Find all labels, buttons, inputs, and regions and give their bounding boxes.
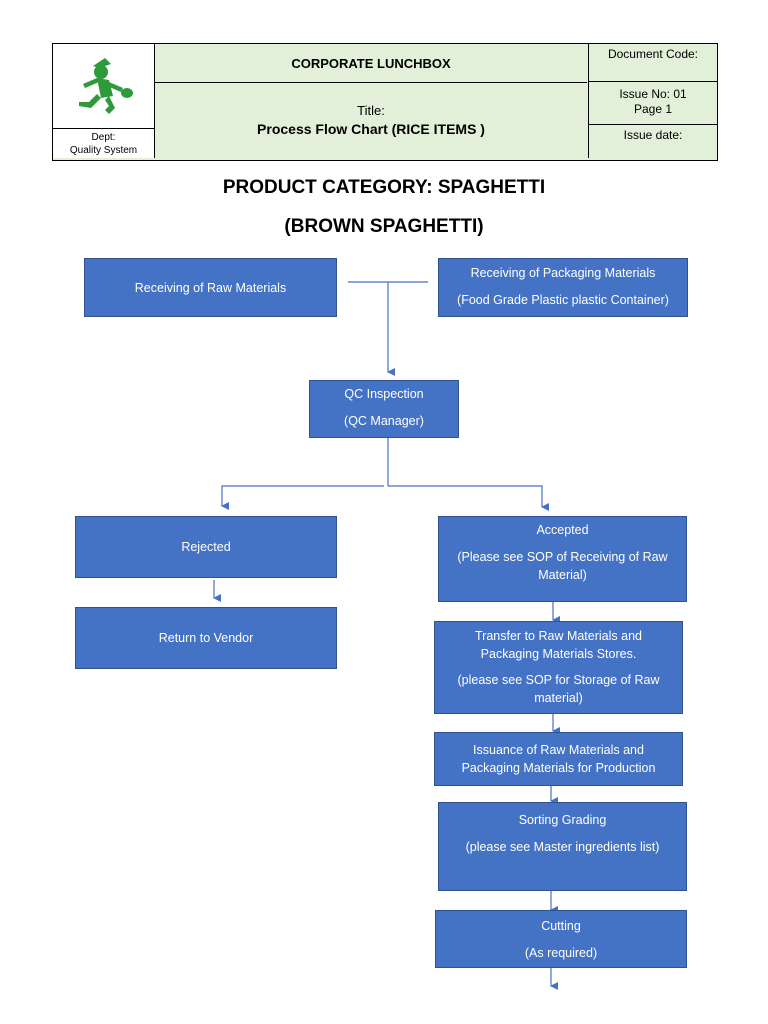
receiving-packaging-text: Receiving of Packaging Materials: [470, 266, 656, 280]
transfer-text: Transfer to Raw Materials and Packaging …: [475, 629, 642, 661]
arrow-to-rejected: [221, 485, 384, 510]
sorting-grading-box: Sorting Grading (please see Master ingre…: [438, 802, 687, 891]
receiving-packaging-materials-box: Receiving of Packaging Materials (Food G…: [438, 258, 688, 317]
issue-cell: Issue No: 01 Page 1: [589, 83, 717, 125]
return-to-vendor-text: Return to Vendor: [158, 631, 254, 645]
transfer-note: (please see SOP for Storage of Raw mater…: [457, 673, 660, 705]
dept-value: Quality System: [69, 145, 138, 156]
receiving-raw-materials-text: Receiving of Raw Materials: [134, 281, 287, 295]
company-name: CORPORATE LUNCHBOX: [155, 44, 587, 83]
rejected-text: Rejected: [181, 540, 231, 554]
title-label: Title:: [357, 103, 385, 118]
company-logo-icon: [79, 58, 133, 114]
page-number: Page 1: [633, 102, 673, 116]
accepted-text: Accepted: [536, 523, 589, 537]
qc-inspection-text: QC Inspection: [344, 387, 424, 401]
return-to-vendor-box: Return to Vendor: [75, 607, 337, 669]
issue-number: Issue No: 01: [619, 87, 687, 101]
accepted-box: Accepted (Please see SOP of Receiving of…: [438, 516, 687, 602]
sorting-grading-note: (please see Master ingredients list): [465, 840, 660, 854]
document-meta: Document Code: Issue No: 01 Page 1 Issue…: [588, 44, 717, 158]
dept-label: Dept:: [91, 132, 116, 143]
accepted-note: (Please see SOP of Receiving of Raw Mate…: [457, 550, 668, 582]
logo-cell: Dept: Quality System: [53, 44, 155, 158]
title-cell: Title: Process Flow Chart (RICE ITEMS ): [155, 83, 587, 158]
dept-cell: Dept: Quality System: [53, 128, 154, 158]
issuance-text: Issuance of Raw Materials and Packaging …: [461, 743, 656, 775]
qc-manager-text: (QC Manager): [344, 414, 424, 428]
issue-date: Issue date:: [623, 128, 683, 142]
cutting-text: Cutting: [541, 919, 581, 933]
document-code: Document Code:: [589, 44, 717, 82]
document-title: Process Flow Chart (RICE ITEMS ): [257, 121, 485, 137]
receiving-packaging-note: (Food Grade Plastic plastic Container): [457, 293, 669, 307]
sorting-grading-text: Sorting Grading: [518, 813, 607, 827]
arrow-to-accepted: [388, 485, 549, 511]
transfer-stores-box: Transfer to Raw Materials and Packaging …: [434, 621, 683, 714]
receiving-raw-materials-box: Receiving of Raw Materials: [84, 258, 337, 317]
cutting-box: Cutting (As required): [435, 910, 687, 968]
product-category-heading: PRODUCT CATEGORY: SPAGHETTI: [222, 177, 546, 198]
rejected-box: Rejected: [75, 516, 337, 578]
issuance-box: Issuance of Raw Materials and Packaging …: [434, 732, 683, 786]
qc-inspection-box: QC Inspection (QC Manager): [309, 380, 459, 438]
product-name-heading: (BROWN SPAGHETTI): [284, 216, 484, 237]
document-header: Dept: Quality System CORPORATE LUNCHBOX …: [52, 43, 718, 161]
cutting-note: (As required): [524, 946, 598, 960]
